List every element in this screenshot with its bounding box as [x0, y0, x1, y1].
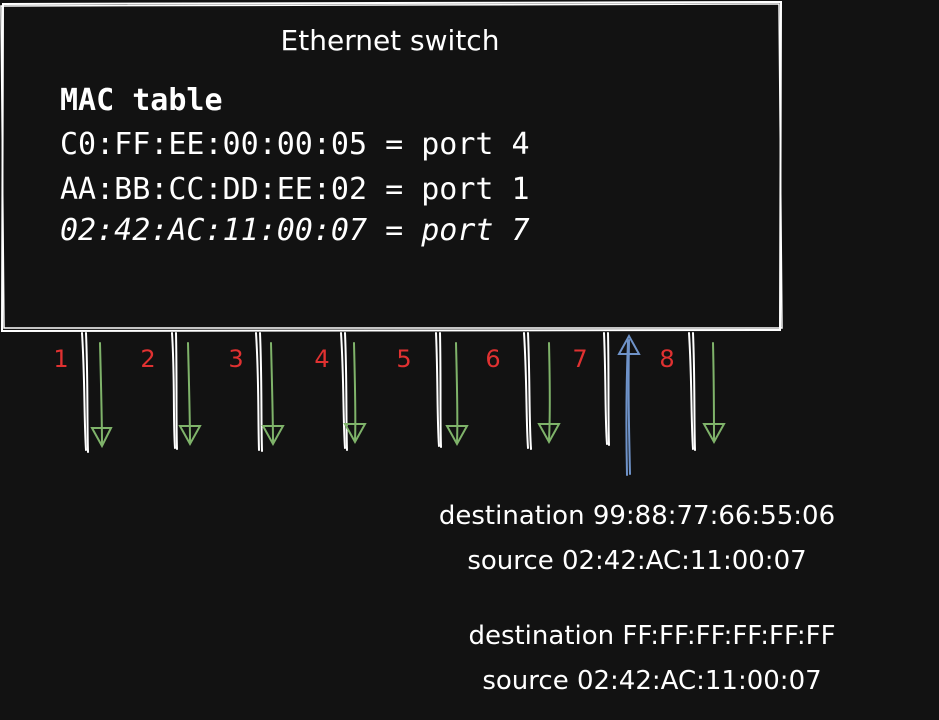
port-label-6: 6 — [485, 345, 500, 373]
out-arrow-port-5 — [445, 342, 469, 447]
port-separators — [81, 332, 696, 453]
frame-2-source: source 02:42:AC:11:00:07 — [482, 666, 821, 696]
out-arrow-port-3 — [261, 342, 285, 447]
out-arrow-port-4 — [343, 342, 367, 445]
out-arrow-port-1 — [90, 342, 113, 449]
incoming-arrow-port-7 — [617, 333, 641, 476]
frame-2-destination: destination FF:FF:FF:FF:FF:FF — [468, 621, 835, 651]
switch-title: Ethernet switch — [281, 24, 500, 57]
frame-1-source: source 02:42:AC:11:00:07 — [467, 546, 806, 576]
out-arrow-port-8 — [702, 342, 726, 445]
out-arrow-port-2 — [178, 342, 202, 447]
port-label-8: 8 — [659, 345, 674, 373]
switch-box — [0, 0, 783, 333]
frame-1-destination: destination 99:88:77:66:55:06 — [439, 501, 835, 531]
port-label-3: 3 — [228, 345, 243, 373]
mac-table-heading: MAC table — [60, 83, 223, 118]
out-arrow-port-6 — [537, 342, 561, 445]
mac-table-entry-1: C0:FF:EE:00:00:05 = port 4 — [60, 127, 530, 162]
port-label-5: 5 — [396, 345, 411, 373]
mac-table-entry-3: 02:42:AC:11:00:07 = port 7 — [60, 213, 530, 248]
flood-arrows — [90, 342, 726, 449]
mac-table-entry-2: AA:BB:CC:DD:EE:02 = port 1 — [60, 172, 530, 207]
port-label-7: 7 — [572, 345, 587, 373]
port-label-4: 4 — [314, 345, 329, 373]
port-label-2: 2 — [140, 345, 155, 373]
port-label-1: 1 — [53, 345, 68, 373]
